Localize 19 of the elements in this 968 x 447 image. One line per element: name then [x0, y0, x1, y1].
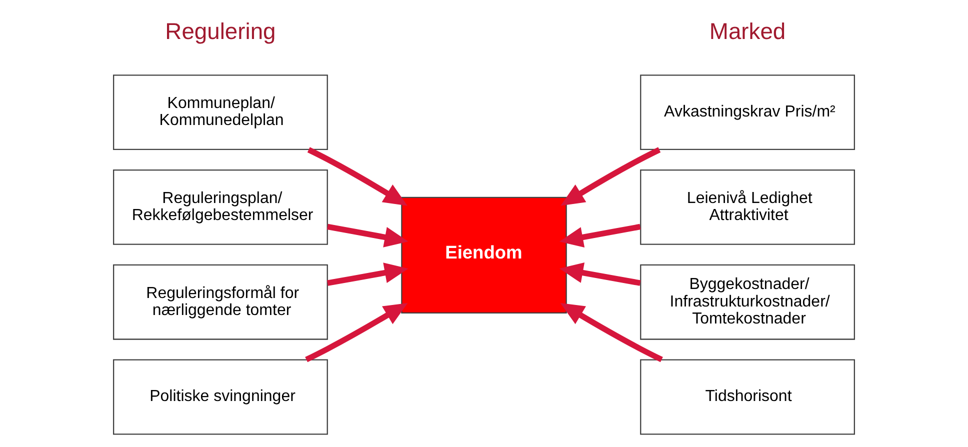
arrow	[326, 224, 408, 248]
arrow	[559, 262, 641, 286]
node-box: Tidshorisont	[640, 359, 855, 435]
node-box: Avkastningskrav Pris/m²	[640, 74, 855, 150]
node-box: Byggekostnader/ Infrastrukturkostnader/ Tomtekostnader	[640, 264, 855, 340]
arrow	[560, 303, 663, 362]
node-box: Eiendom	[401, 196, 567, 314]
node-box: Kommuneplan/ Kommunedelplan	[113, 74, 328, 150]
node-box: Reguleringsplan/ Rekkefølgebestemmelser	[113, 169, 328, 245]
label: Regulering	[165, 18, 276, 44]
arrow	[327, 262, 408, 286]
label: Marked	[709, 18, 786, 44]
arrow	[307, 147, 408, 206]
node-box: Leienivå Ledighet Attraktivitet	[640, 169, 855, 245]
arrow	[305, 303, 408, 362]
arrow	[559, 224, 641, 248]
node-box: Reguleringsformål for nærliggende tomter	[113, 264, 328, 340]
node-box: Politiske svingninger	[113, 359, 328, 435]
arrow	[560, 147, 661, 206]
